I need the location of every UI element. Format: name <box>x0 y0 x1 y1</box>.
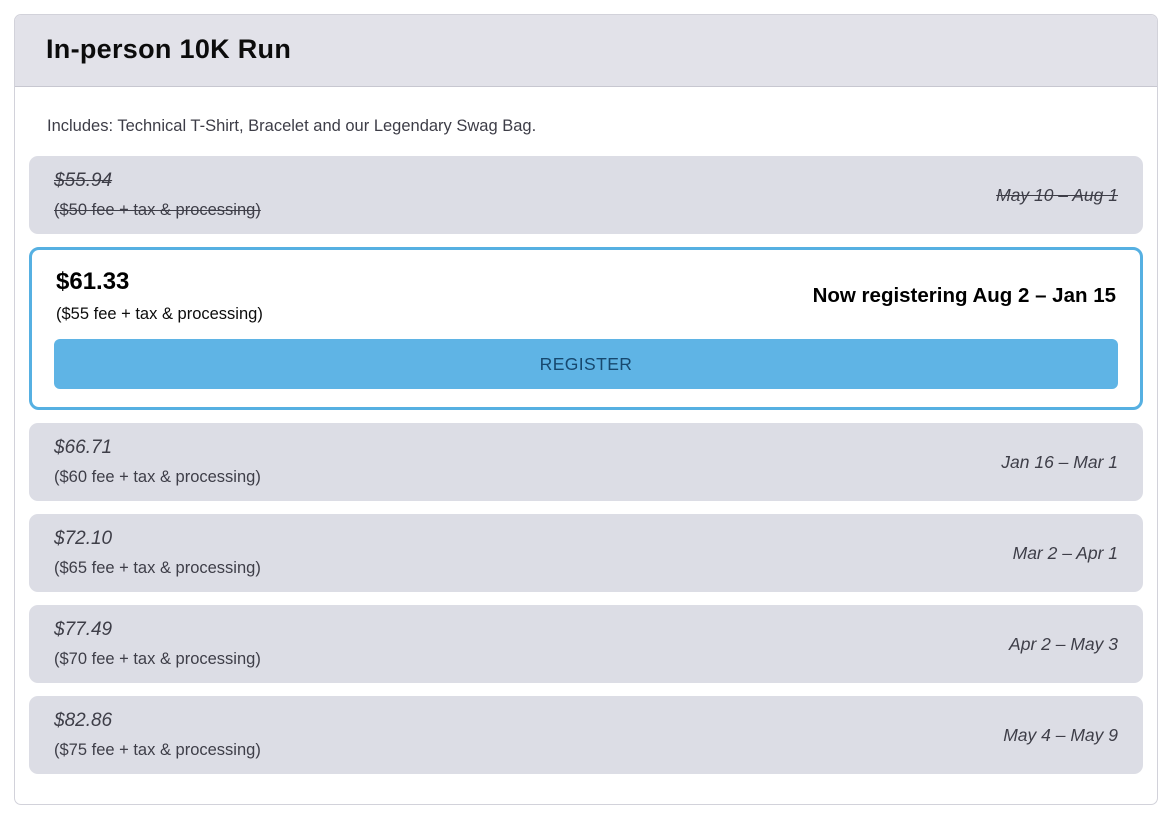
registration-card: In-person 10K Run Includes: Technical T-… <box>14 14 1158 805</box>
event-title: In-person 10K Run <box>46 34 292 64</box>
pricing-tier-row-past: $55.94 ($50 fee + tax & processing) May … <box>29 156 1143 234</box>
tier-fee-detail: ($55 fee + tax & processing) <box>56 305 263 323</box>
tier-fee-detail: ($50 fee + tax & processing) <box>54 201 261 219</box>
tier-price: $55.94 <box>54 170 113 191</box>
tier-dates: May 10 – Aug 1 <box>996 184 1118 205</box>
tier-fee-detail: ($75 fee + tax & processing) <box>54 741 261 759</box>
tier-price-block: $72.10 ($65 fee + tax & processing) <box>54 528 261 578</box>
pricing-tier-row: $82.86 ($75 fee + tax & processing) May … <box>29 696 1143 774</box>
tier-dates: Now registering Aug 2 – Jan 15 <box>812 284 1116 307</box>
tier-fee-detail: ($65 fee + tax & processing) <box>54 559 261 577</box>
register-button[interactable]: REGISTER <box>54 339 1118 389</box>
tier-price: $72.10 <box>54 528 113 549</box>
tier-price: $82.86 <box>54 710 113 731</box>
card-header: In-person 10K Run <box>15 15 1157 87</box>
card-body: Includes: Technical T-Shirt, Bracelet an… <box>15 87 1157 804</box>
tier-dates: May 4 – May 9 <box>1003 724 1118 745</box>
tier-price: $61.33 <box>56 268 130 295</box>
pricing-tier-row-active: $61.33 ($55 fee + tax & processing) Now … <box>29 247 1143 410</box>
includes-description: Includes: Technical T-Shirt, Bracelet an… <box>47 117 537 135</box>
pricing-tier-row: $77.49 ($70 fee + tax & processing) Apr … <box>29 605 1143 683</box>
tier-price-block: $61.33 ($55 fee + tax & processing) <box>56 268 263 324</box>
tier-dates: Jan 16 – Mar 1 <box>1001 451 1118 472</box>
tier-price-block: $55.94 ($50 fee + tax & processing) <box>54 170 261 220</box>
tier-price-block: $77.49 ($70 fee + tax & processing) <box>54 619 261 669</box>
tier-dates: Apr 2 – May 3 <box>1009 633 1118 654</box>
tier-fee-detail: ($70 fee + tax & processing) <box>54 650 261 668</box>
tier-price: $66.71 <box>54 437 113 458</box>
tier-fee-detail: ($60 fee + tax & processing) <box>54 468 261 486</box>
pricing-tier-row: $66.71 ($60 fee + tax & processing) Jan … <box>29 423 1143 501</box>
tier-dates: Mar 2 – Apr 1 <box>1012 542 1118 563</box>
pricing-tier-row: $72.10 ($65 fee + tax & processing) Mar … <box>29 514 1143 592</box>
tier-price-block: $66.71 ($60 fee + tax & processing) <box>54 437 261 487</box>
active-tier-top-row: $61.33 ($55 fee + tax & processing) Now … <box>54 268 1118 324</box>
tier-price-block: $82.86 ($75 fee + tax & processing) <box>54 710 261 760</box>
tier-price: $77.49 <box>54 619 113 640</box>
